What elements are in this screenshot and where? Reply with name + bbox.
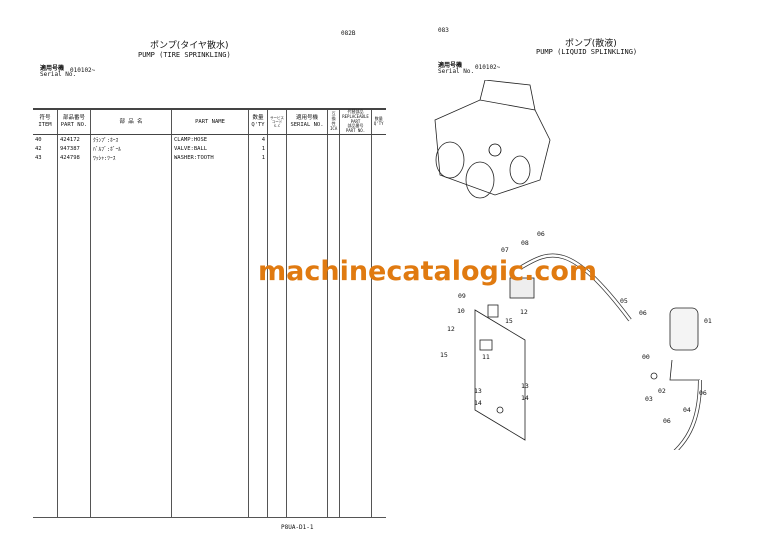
h-repl-qty-jp: 数量 <box>374 116 383 122</box>
qty: 1 <box>248 144 268 153</box>
h-repl-no-jp: 部品番号 <box>347 123 364 129</box>
part-name: CLAMP:HOSE <box>171 134 249 144</box>
callout: 04 <box>683 406 691 414</box>
callout: 09 <box>458 292 466 300</box>
name-jp: ｸﾗﾝﾌﾟ:ﾎｰｽ <box>90 134 172 144</box>
h-qty: Q'TY <box>251 122 265 128</box>
part-name: WASHER:TOOTH <box>171 153 249 162</box>
callout: 02 <box>658 387 666 395</box>
serial-label-jp-right: 適用号機 <box>438 62 463 69</box>
callout: 06 <box>639 309 647 317</box>
item: 40 <box>35 136 42 143</box>
serial-label-en: Serial No. <box>40 71 77 78</box>
h-repl-jp: 代替部品 <box>347 109 364 114</box>
item: 42 <box>35 145 42 152</box>
part-no: 424172 <box>57 134 91 144</box>
h-partno-jp: 部品番号 <box>62 115 85 122</box>
watermark: machinecatalogic.com <box>258 256 598 287</box>
qty: 4 <box>248 134 268 144</box>
callout: 06 <box>537 230 545 238</box>
h-partno: PART NO. <box>60 122 88 128</box>
callout: 08 <box>521 239 529 247</box>
callout: 06 <box>663 417 671 425</box>
title-jp: ポンプ(タイヤ散水) <box>150 41 229 51</box>
callout: 01 <box>704 317 712 325</box>
h-repl: REPLACEABLE PART <box>342 113 369 124</box>
page-footer: P8UA-D1-1 <box>281 524 314 531</box>
callout: 11 <box>482 353 490 361</box>
part-no: 424798 <box>57 153 91 162</box>
h-serial-jp: 適用号機 <box>295 115 318 122</box>
page-number: 082B <box>341 30 356 37</box>
callout: 06 <box>699 389 707 397</box>
name-jp: ﾜｯｼｬ:ﾂｰｽ <box>90 153 172 162</box>
h-name-jp: 部 品 名 <box>90 108 172 135</box>
item: 43 <box>35 154 42 161</box>
page-number-right: 083 <box>438 27 449 34</box>
parts-diagram <box>434 80 702 450</box>
callout: 05 <box>620 297 628 305</box>
serial-label-jp: 適用号機 <box>40 65 65 72</box>
callout: 12 <box>520 308 528 316</box>
h-repl-no: PART NO. <box>345 128 366 134</box>
title-en-right: PUMP (LIQUID SPLINKLING) <box>536 48 638 56</box>
h-ica-jp: 互換性 <box>331 111 336 126</box>
h-repl-qty: Q'TY <box>373 121 384 126</box>
callout: 15 <box>505 317 513 325</box>
h-serial: SERIAL NO. <box>290 122 324 128</box>
serial-label-en-right: Serial No. <box>438 68 475 75</box>
h-qty-jp: 数量 <box>252 115 264 122</box>
roller-machine-illustration <box>434 80 551 199</box>
callout: 13 <box>474 387 482 395</box>
h-sc: S.C <box>273 124 281 129</box>
qty: 1 <box>248 153 268 162</box>
part-no: 947387 <box>57 144 91 153</box>
part-name: VALVE:BALL <box>171 144 249 153</box>
callout: 13 <box>521 382 529 390</box>
name-jp: ﾊﾞﾙﾌﾞ:ﾎﾞｰﾙ <box>90 144 172 153</box>
h-ica: ICA <box>330 125 338 131</box>
callout: 12 <box>447 325 455 333</box>
callout: 14 <box>521 394 529 402</box>
h-sc-jp: サービスコード <box>270 115 284 124</box>
h-item: ITEM <box>38 122 52 128</box>
callout: 07 <box>501 246 509 254</box>
h-item-jp: 符号 <box>39 115 51 122</box>
title-jp-right: ポンプ(散液) <box>565 39 617 49</box>
callout: 14 <box>474 399 482 407</box>
callout: 00 <box>642 353 650 361</box>
serial-value-right: 010102~ <box>475 64 501 71</box>
serial-value: 010102~ <box>70 67 96 74</box>
title-en: PUMP (TIRE SPRINKLING) <box>138 51 231 59</box>
callout: 03 <box>645 395 653 403</box>
h-partname: PART NAME <box>171 108 249 135</box>
callout: 15 <box>440 351 448 359</box>
callout: 10 <box>457 307 465 315</box>
